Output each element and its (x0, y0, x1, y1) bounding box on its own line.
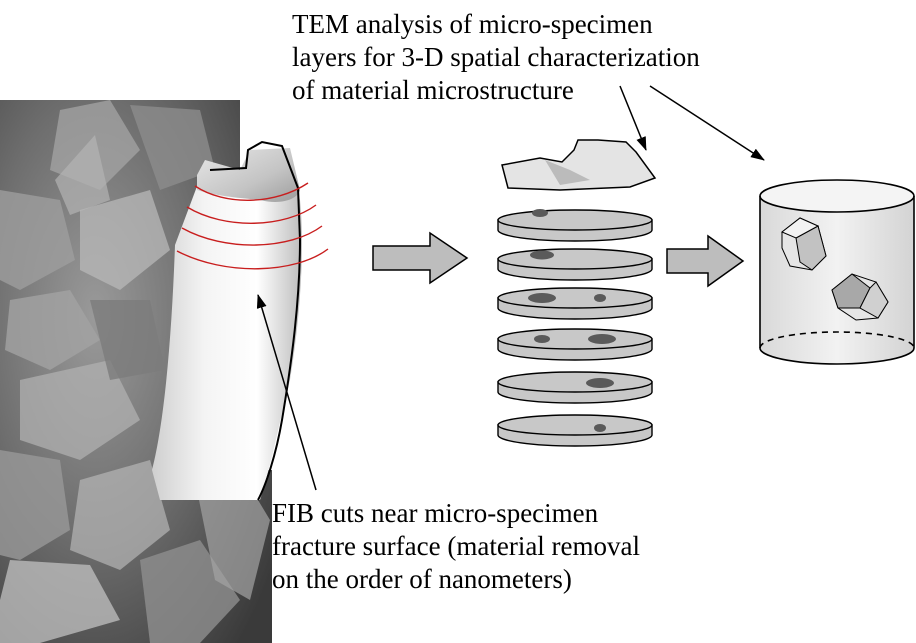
slice (497, 328, 653, 361)
caption-line: TEM analysis of micro-specimen (292, 9, 653, 39)
fib-cut-line (181, 225, 323, 246)
slice (497, 287, 653, 320)
process-arrow-1 (372, 231, 469, 285)
reconstruction-cylinder (759, 179, 915, 365)
slice (497, 371, 653, 404)
grain-polyhedron-2 (831, 273, 889, 321)
slice (497, 248, 653, 281)
caption-line: FIB cuts near micro-specimen (272, 498, 599, 528)
caption-line: of material microstructure (292, 75, 574, 105)
inclusion (532, 209, 548, 217)
fib-cut-lines (176, 182, 329, 270)
grain-polyhedron-1 (781, 217, 827, 271)
slice (497, 414, 653, 447)
process-arrow-2 (666, 234, 745, 288)
caption-line: on the order of nanometers) (272, 564, 572, 594)
caption-line: layers for 3-D spatial characterization (292, 42, 700, 72)
tem-analysis-caption: TEM analysis of micro-specimen layers fo… (292, 8, 700, 107)
caption-line: fracture surface (material removal (272, 531, 641, 561)
fib-cuts-caption: FIB cuts near micro-specimen fracture su… (272, 497, 640, 596)
inclusion (530, 250, 554, 260)
inclusion (586, 378, 614, 388)
fib-cut-line (186, 204, 317, 224)
inclusion (534, 335, 550, 343)
tem-pointer-arrow-2 (649, 85, 765, 161)
inclusion (594, 294, 606, 302)
inclusion (528, 293, 556, 303)
slice-stack (497, 209, 653, 447)
inclusion (594, 424, 606, 432)
fib-pointer-arrow (256, 294, 317, 491)
slice (497, 209, 653, 242)
sem-micrograph (0, 100, 302, 643)
inclusion (588, 334, 616, 344)
fib-cut-line (194, 182, 309, 201)
specimen-outline (209, 140, 302, 501)
specimen-tip-fragment (501, 139, 657, 191)
fib-cut-line (176, 248, 329, 270)
tem-pointer-arrow-1 (619, 85, 647, 151)
